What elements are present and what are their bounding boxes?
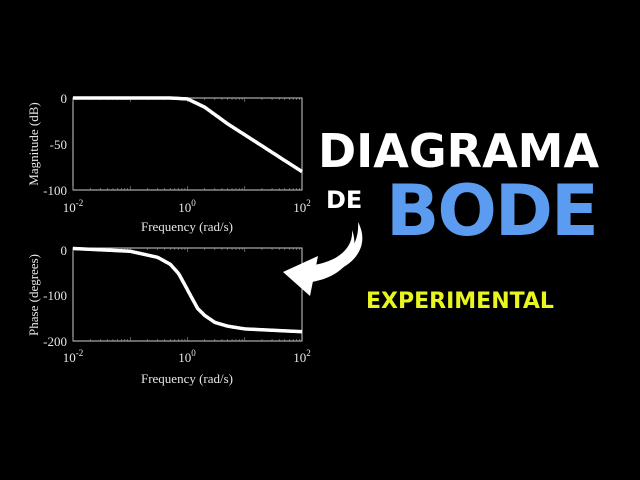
mag-ylabel: Magnitude (dB) xyxy=(26,102,41,185)
mag-xtick-2: 102 xyxy=(293,198,311,215)
phase-xtick-1: 100 xyxy=(178,348,196,365)
magnitude-curve xyxy=(72,96,303,174)
phase-ytick-2: -200 xyxy=(43,334,67,349)
phase-minor-ticks xyxy=(72,248,300,341)
mag-xlabel: Frequency (rad/s) xyxy=(141,219,233,234)
phase-axes-box xyxy=(72,247,303,342)
magnitude-axes-box xyxy=(72,97,303,191)
mag-ytick-0: 0 xyxy=(61,91,68,106)
mag-ytick-2: -100 xyxy=(43,183,67,198)
curved-arrow-left-icon xyxy=(283,222,363,296)
phase-plot: 0 -100 -200 10-2 100 102 Frequency (rad/… xyxy=(26,243,311,386)
phase-curve xyxy=(72,246,303,334)
phase-xlabel: Frequency (rad/s) xyxy=(141,371,233,386)
subtitle-experimental: EXPERIMENTAL xyxy=(366,289,554,314)
phase-ylabel: Phase (degrees) xyxy=(26,254,41,336)
mag-xtick-1: 100 xyxy=(178,198,196,215)
phase-ytick-0: 0 xyxy=(61,243,68,258)
phase-ytick-1: -100 xyxy=(43,288,67,303)
magnitude-minor-ticks xyxy=(72,98,300,190)
phase-xtick-0: 10-2 xyxy=(63,348,84,365)
magnitude-plot: 0 -50 -100 10-2 100 102 Frequency (rad/s… xyxy=(26,91,311,234)
mag-ytick-1: -50 xyxy=(50,137,67,152)
title-diagrama: DIAGRAMA xyxy=(318,124,600,178)
phase-xtick-2: 102 xyxy=(293,348,311,365)
title-bode: BODE xyxy=(386,170,599,252)
title-de: DE xyxy=(326,186,363,214)
mag-xtick-0: 10-2 xyxy=(63,198,84,215)
